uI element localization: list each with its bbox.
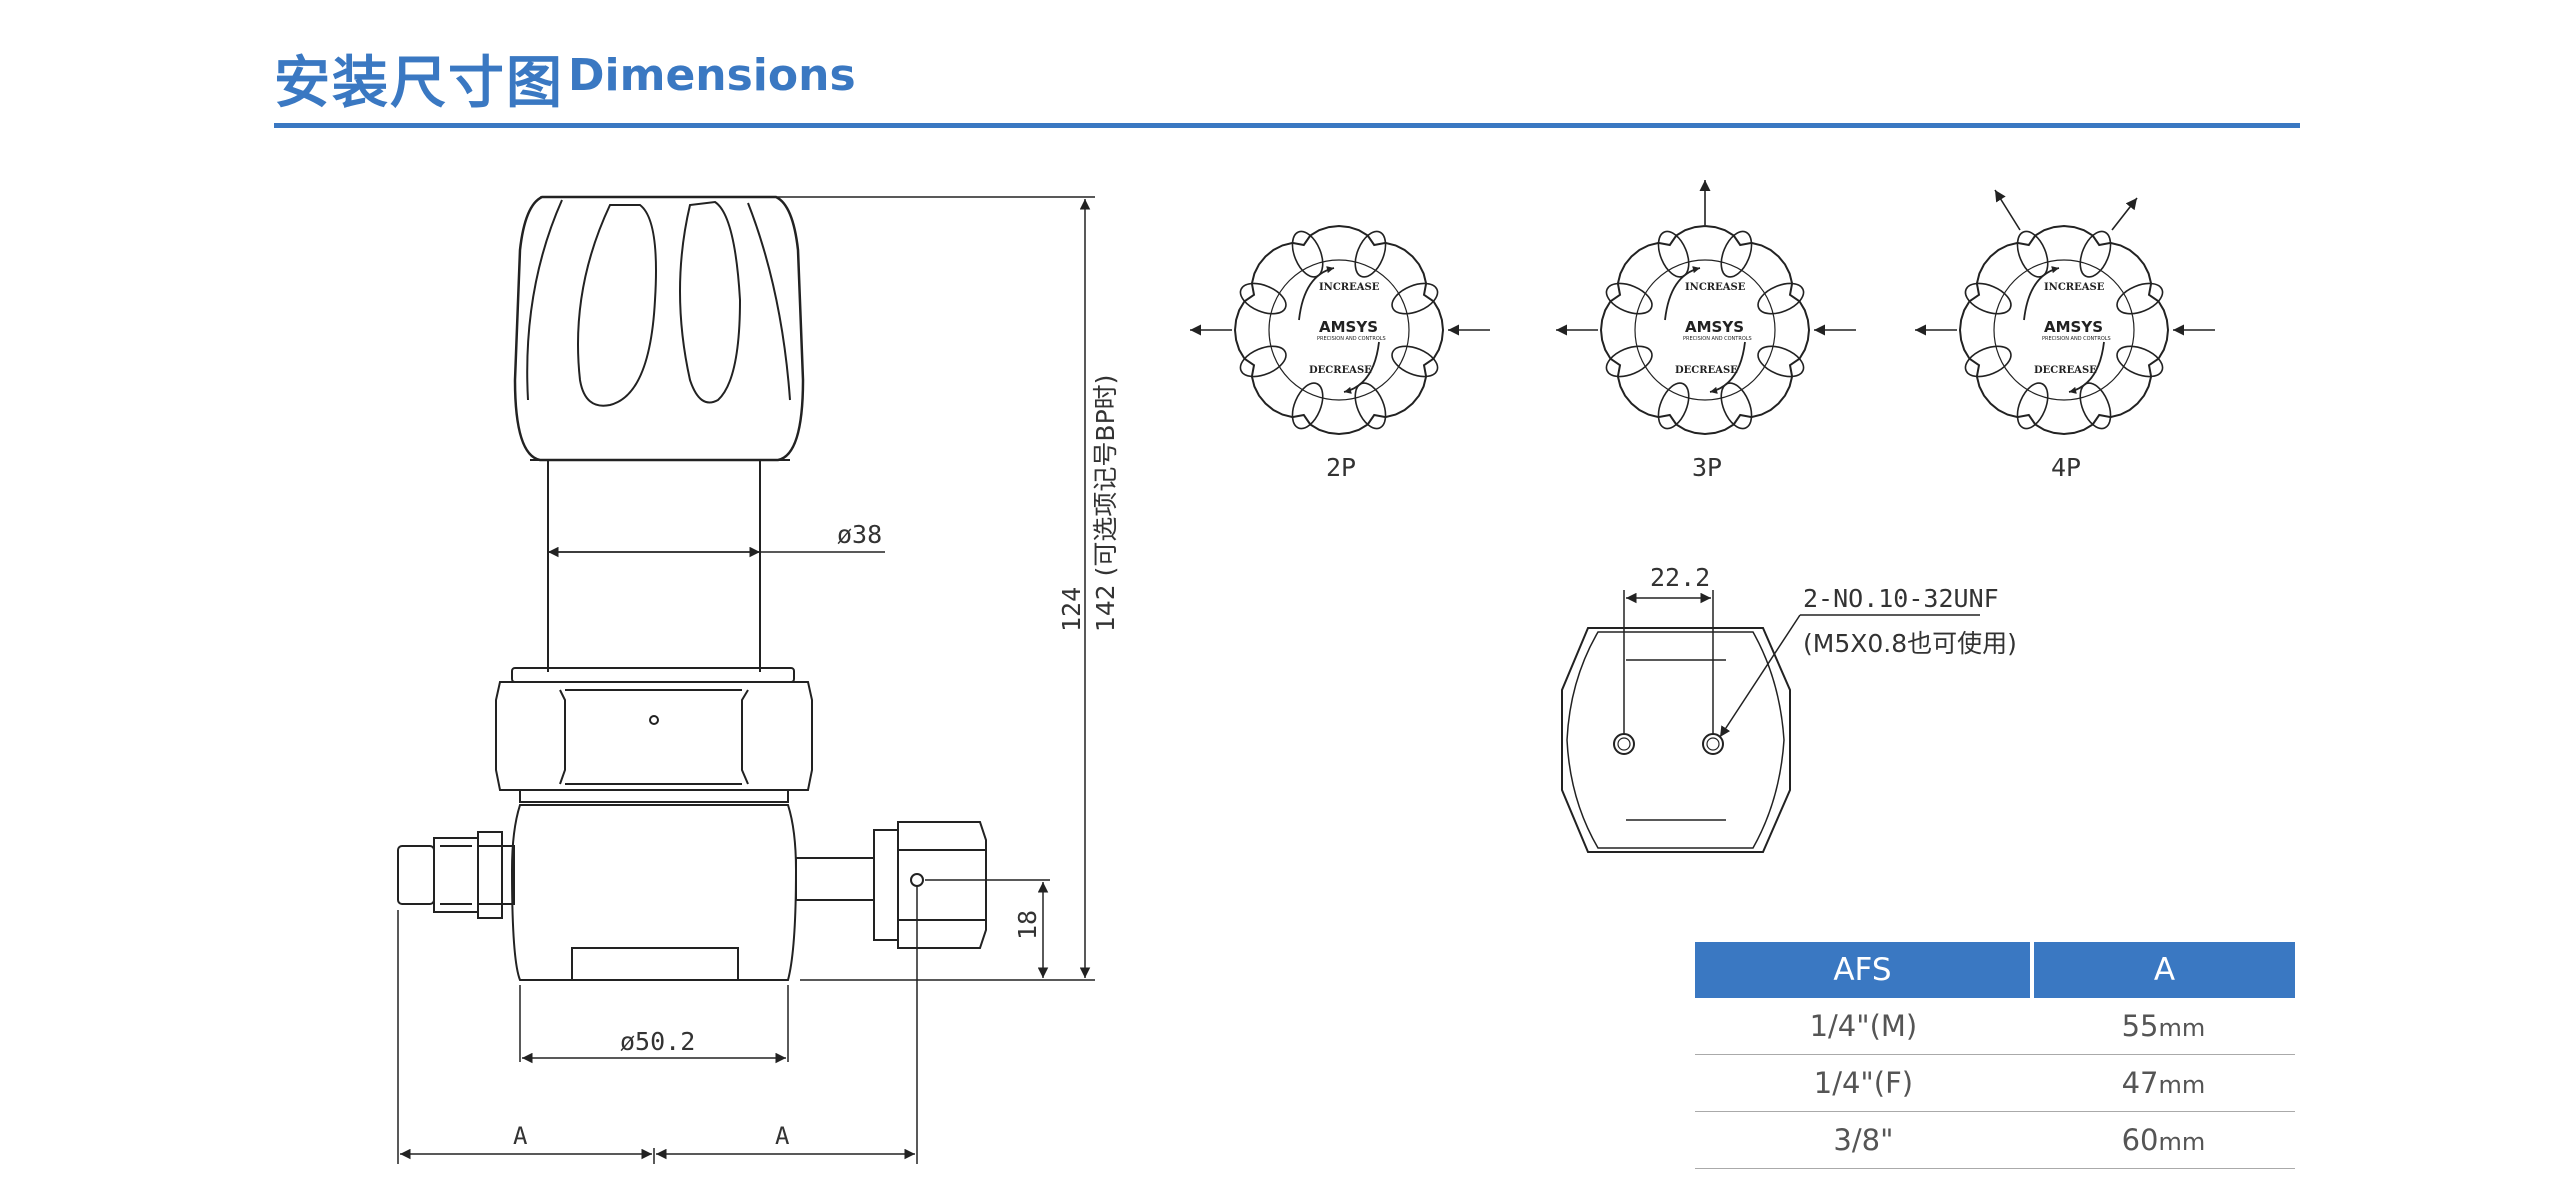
cell-a-unit: mm <box>2158 1128 2206 1156</box>
hex-nut <box>495 681 813 791</box>
cell-a: 55mm <box>2031 998 2295 1055</box>
decrease-label: DECREASE <box>1309 365 1372 376</box>
cell-afs: 1/4"(F) <box>1695 1054 2032 1112</box>
knob-outline <box>1599 224 1811 436</box>
dim-a-left-label: A <box>513 1122 528 1150</box>
knob-grip <box>1964 282 2012 315</box>
header-divider <box>274 123 2300 128</box>
increase-label: INCREASE <box>1319 282 1380 293</box>
knob-grip <box>1720 230 1753 278</box>
knob-grip <box>1964 345 2012 378</box>
afs-spec-table: AFS A 1/4"(M) 55mm 1/4"(F) 47mm 3/8" 60m… <box>1695 942 2295 1169</box>
port-direction-arrow <box>1994 189 2021 231</box>
decrease-arrow-icon <box>1343 341 1380 394</box>
increase-arrow-icon <box>1664 266 1701 321</box>
table-header-row: AFS A <box>1695 942 2295 998</box>
regulator-body <box>510 790 798 981</box>
decrease-label: DECREASE <box>1675 365 1738 376</box>
knob-grip <box>2079 230 2112 278</box>
knob-outline <box>1233 224 1445 436</box>
decrease-arrow-icon <box>2068 341 2105 394</box>
brand-subtitle: PRECISION AND CONTROLS <box>1317 336 1386 342</box>
knob-grip <box>1354 230 1387 278</box>
knob-grip <box>1391 345 1439 378</box>
cell-a-unit: mm <box>2158 1071 2206 1099</box>
cell-a: 47mm <box>2031 1054 2295 1112</box>
knob-caption: 3P <box>1692 453 1722 482</box>
knob-grip <box>1239 345 1287 378</box>
dim-height-label: 124 <box>1057 587 1086 632</box>
knob-grip <box>1239 282 1287 315</box>
knob-face <box>1268 259 1410 401</box>
increase-label: INCREASE <box>2044 282 2105 293</box>
cell-a: 60mm <box>2031 1111 2295 1169</box>
knob-grip <box>1605 345 1653 378</box>
bottom-spacing-label: 22.2 <box>1650 563 1710 592</box>
knob-grip <box>1605 282 1653 315</box>
bottom-view <box>1561 627 1791 853</box>
bottom-view-dimensions <box>1623 590 1980 738</box>
thread-alt-label: (M5X0.8也可使用) <box>1803 629 2017 658</box>
cell-afs: 3/8" <box>1695 1111 2032 1169</box>
table-row: 3/8" 60mm <box>1695 1111 2295 1169</box>
knob-caption: 2P <box>1326 453 1356 482</box>
knob-grip <box>1757 282 1805 315</box>
decrease-label: DECREASE <box>2034 365 2097 376</box>
page-header: 安装尺寸图 Dimensions <box>274 28 2300 130</box>
header-a: A <box>2031 942 2295 998</box>
dim-port-label: 18 <box>1013 910 1042 940</box>
increase-arrow-icon <box>2023 266 2060 321</box>
outlet-fitting <box>795 821 987 949</box>
dim-a-right-label: A <box>775 1122 790 1150</box>
knob-outline <box>513 195 805 462</box>
dim-stem-label: ø38 <box>837 520 882 549</box>
page-title-en: Dimensions <box>568 50 856 101</box>
knob-grip <box>2116 345 2164 378</box>
regulator-side-view <box>397 195 987 981</box>
knob-face <box>1993 259 2135 401</box>
header-afs: AFS <box>1695 942 2034 998</box>
increase-arrow-icon <box>1298 266 1335 321</box>
table-row: 1/4"(F) 47mm <box>1695 1054 2295 1112</box>
knob-face <box>1634 259 1776 401</box>
brand-subtitle: PRECISION AND CONTROLS <box>2042 336 2111 342</box>
knob-grip <box>1291 382 1324 430</box>
brand-logo: AMSYS <box>2044 318 2103 336</box>
knob-caption: 4P <box>2051 453 2081 482</box>
decrease-arrow-icon <box>1709 341 1746 394</box>
knob-grip <box>1657 382 1690 430</box>
knob-outline <box>1958 224 2170 436</box>
cell-a-value: 55 <box>2121 1009 2159 1043</box>
cell-a-value: 60 <box>2121 1123 2159 1157</box>
knob-grip <box>1757 345 1805 378</box>
bonnet-stem <box>547 460 761 672</box>
inlet-fitting <box>397 831 515 919</box>
brand-subtitle: PRECISION AND CONTROLS <box>1683 336 1752 342</box>
dim-height-alt-label: 142 (可选项记号BP时) <box>1091 375 1120 632</box>
main-dimensions <box>397 196 1095 1164</box>
knob-grip <box>2016 382 2049 430</box>
brand-logo: AMSYS <box>1685 318 1744 336</box>
cell-a-value: 47 <box>2121 1066 2159 1100</box>
thread-note-label: 2-NO.10-32UNF <box>1803 584 1999 613</box>
cell-a-unit: mm <box>2158 1014 2206 1042</box>
knob-grip <box>2116 282 2164 315</box>
page-title-zh: 安装尺寸图 <box>274 51 564 116</box>
brand-logo: AMSYS <box>1319 318 1378 336</box>
cell-afs: 1/4"(M) <box>1695 998 2032 1055</box>
port-direction-arrow <box>2111 197 2138 231</box>
knob-grip <box>1391 282 1439 315</box>
table-row: 1/4"(M) 55mm <box>1695 998 2295 1055</box>
increase-label: INCREASE <box>1685 282 1746 293</box>
collar <box>511 667 795 683</box>
dim-body-label: ø50.2 <box>620 1027 695 1056</box>
